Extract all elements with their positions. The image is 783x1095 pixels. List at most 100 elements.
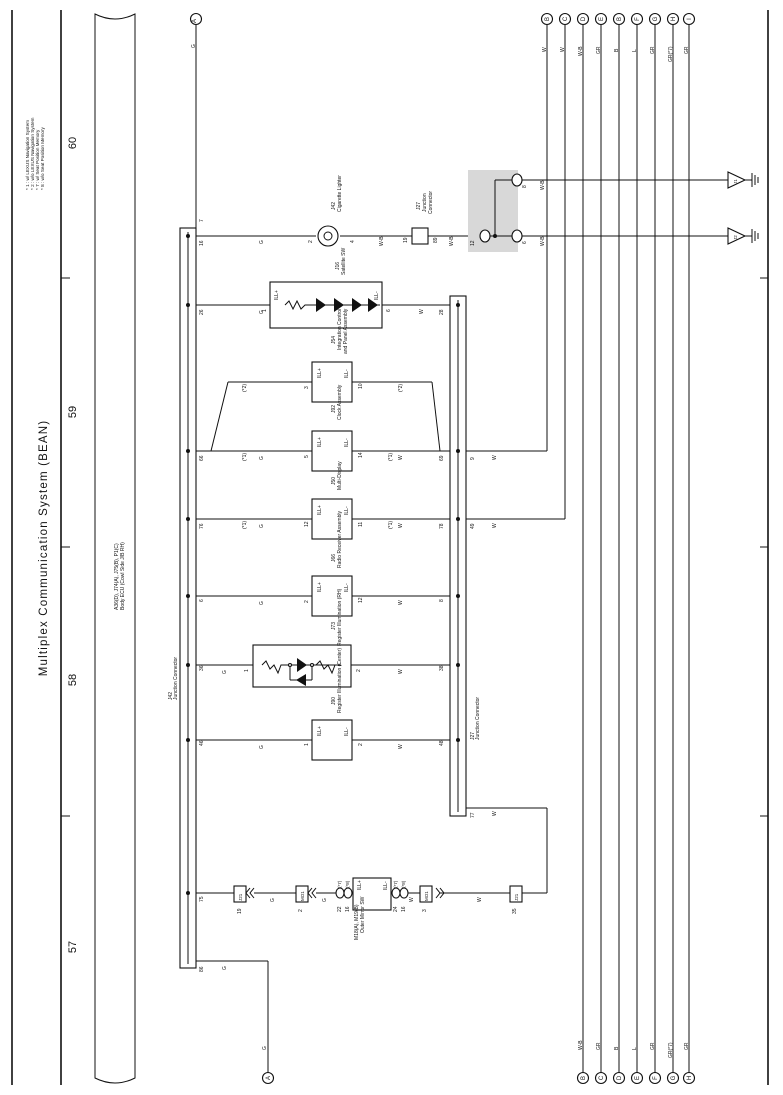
svg-text:2: 2 [356, 669, 362, 672]
svg-text:GR: GR [684, 1042, 690, 1050]
notes: * 1 : w/ LEXUS Navigation System * 2 : w… [25, 117, 45, 190]
svg-text:J66: J66 [331, 554, 337, 562]
svg-text:12: 12 [470, 240, 476, 246]
svg-text:(*7): (*7) [337, 880, 342, 888]
svg-text:GR: GR [596, 46, 602, 54]
svg-text:W: W [560, 47, 566, 52]
svg-text:GR: GR [650, 1042, 656, 1050]
svg-text:G: G [222, 966, 228, 970]
svg-text:ILL-: ILL- [383, 881, 389, 890]
svg-text:J16: J16 [335, 262, 341, 270]
svg-text:W: W [477, 897, 483, 902]
svg-text:E: E [635, 1076, 641, 1080]
svg-text:6: 6 [199, 599, 205, 602]
page-number-59: 59 [67, 406, 79, 418]
svg-text:28: 28 [439, 309, 445, 315]
svg-text:78: 78 [439, 523, 445, 529]
svg-text:(*1): (*1) [242, 453, 248, 461]
svg-text:I: I [687, 18, 693, 20]
svg-text:ILL-: ILL- [344, 438, 350, 447]
svg-text:Clock Assembly: Clock Assembly [337, 384, 343, 420]
svg-text:48: 48 [439, 740, 445, 746]
svg-text:G: G [222, 670, 228, 674]
ecu-label-1: A36(D), J74(A), J75(B), P1(C) [114, 543, 120, 610]
svg-text:W: W [398, 455, 404, 460]
svg-text:J90: J90 [331, 697, 337, 705]
svg-text:12: 12 [358, 597, 364, 603]
bottom-connectors: B C D E F G H [576, 1071, 696, 1085]
svg-text:14: 14 [358, 452, 364, 458]
svg-text:(*2): (*2) [242, 384, 248, 392]
svg-text:2: 2 [358, 743, 364, 746]
svg-text:and Panel Assembly: and Panel Assembly [343, 308, 349, 354]
svg-text:E: E [599, 17, 605, 21]
svg-text:W: W [492, 811, 498, 816]
svg-text:L: L [632, 1047, 638, 1050]
svg-text:J21: J21 [238, 893, 243, 901]
svg-text:(*8): (*8) [401, 880, 406, 888]
svg-text:Multi-Display: Multi-Display [337, 461, 343, 490]
svg-text:6: 6 [386, 309, 392, 312]
svg-text:B: B [614, 1046, 620, 1050]
svg-text:Junction: Junction [422, 193, 428, 212]
svg-text:B: B [617, 17, 623, 21]
svg-text:Integration Control: Integration Control [337, 309, 343, 350]
svg-text:ILL+: ILL+ [317, 368, 323, 378]
svg-text:H: H [671, 17, 677, 21]
svg-text:6: 6 [522, 241, 528, 244]
page-title: Multiplex Communication System (BEAN) [38, 420, 50, 677]
svg-text:* 7 : w/ Seat Position Memory: * 7 : w/ Seat Position Memory [35, 129, 40, 190]
svg-text:5: 5 [304, 455, 310, 458]
svg-text:G: G [259, 240, 265, 244]
svg-text:3: 3 [304, 386, 310, 389]
svg-text:86: 86 [199, 966, 205, 972]
svg-text:Register Illumination (RH): Register Illumination (RH) [337, 588, 343, 646]
svg-text:ILL+: ILL+ [274, 290, 280, 300]
page-number-60: 60 [67, 137, 79, 149]
svg-text:(*7): (*7) [393, 880, 398, 888]
svg-text:B: B [545, 17, 551, 21]
svg-text:(*1): (*1) [242, 521, 248, 529]
svg-text:10: 10 [358, 383, 364, 389]
svg-text:G: G [270, 898, 276, 902]
svg-text:46: 46 [199, 740, 205, 746]
svg-text:B: B [581, 1076, 587, 1080]
svg-text:W: W [398, 744, 404, 749]
svg-text:D: D [581, 16, 587, 21]
svg-text:GR: GR [650, 46, 656, 54]
svg-text:19: 19 [403, 237, 409, 243]
svg-text:11: 11 [358, 522, 364, 527]
svg-text:Connector: Connector [428, 191, 434, 214]
svg-text:89: 89 [433, 237, 439, 243]
svg-text:J1: J1 [733, 179, 738, 184]
svg-text:3: 3 [422, 909, 428, 912]
svg-text:W-B: W-B [578, 1040, 584, 1050]
svg-text:J27: J27 [416, 202, 422, 210]
svg-text:J73: J73 [331, 622, 337, 630]
svg-text:(*8): (*8) [345, 880, 350, 888]
jc-left-label-2: Junction Connector [173, 657, 179, 700]
svg-text:ILL+: ILL+ [357, 880, 363, 890]
connector-a-bottom: A [266, 1076, 272, 1080]
svg-text:4: 4 [350, 240, 356, 243]
bottom-wire-labels: W-B GR B L GR GR(*7) GR [578, 1040, 690, 1058]
svg-text:B: B [614, 48, 620, 52]
pin-7: 7 [199, 219, 205, 222]
svg-text:2: 2 [298, 909, 304, 912]
svg-text:G: G [671, 1075, 677, 1080]
page-number-57: 57 [67, 941, 79, 953]
svg-text:W: W [398, 669, 404, 674]
svg-text:Outer Mirror SW: Outer Mirror SW [360, 896, 366, 933]
svg-text:D: D [617, 1075, 623, 1080]
svg-text:MO1: MO1 [300, 891, 305, 901]
wire-g-top: G [191, 44, 197, 48]
svg-text:W-B: W-B [449, 236, 455, 246]
svg-text:L: L [632, 49, 638, 52]
svg-text:38: 38 [439, 665, 445, 671]
svg-text:W: W [542, 47, 548, 52]
svg-text:MO1: MO1 [424, 891, 429, 901]
ecu-label-2: Body ECU (Cowl Side J/B RH) [120, 542, 126, 610]
jc-right-label: J27 [470, 732, 476, 740]
svg-text:W-B: W-B [578, 46, 584, 56]
svg-text:J2: J2 [733, 235, 738, 240]
